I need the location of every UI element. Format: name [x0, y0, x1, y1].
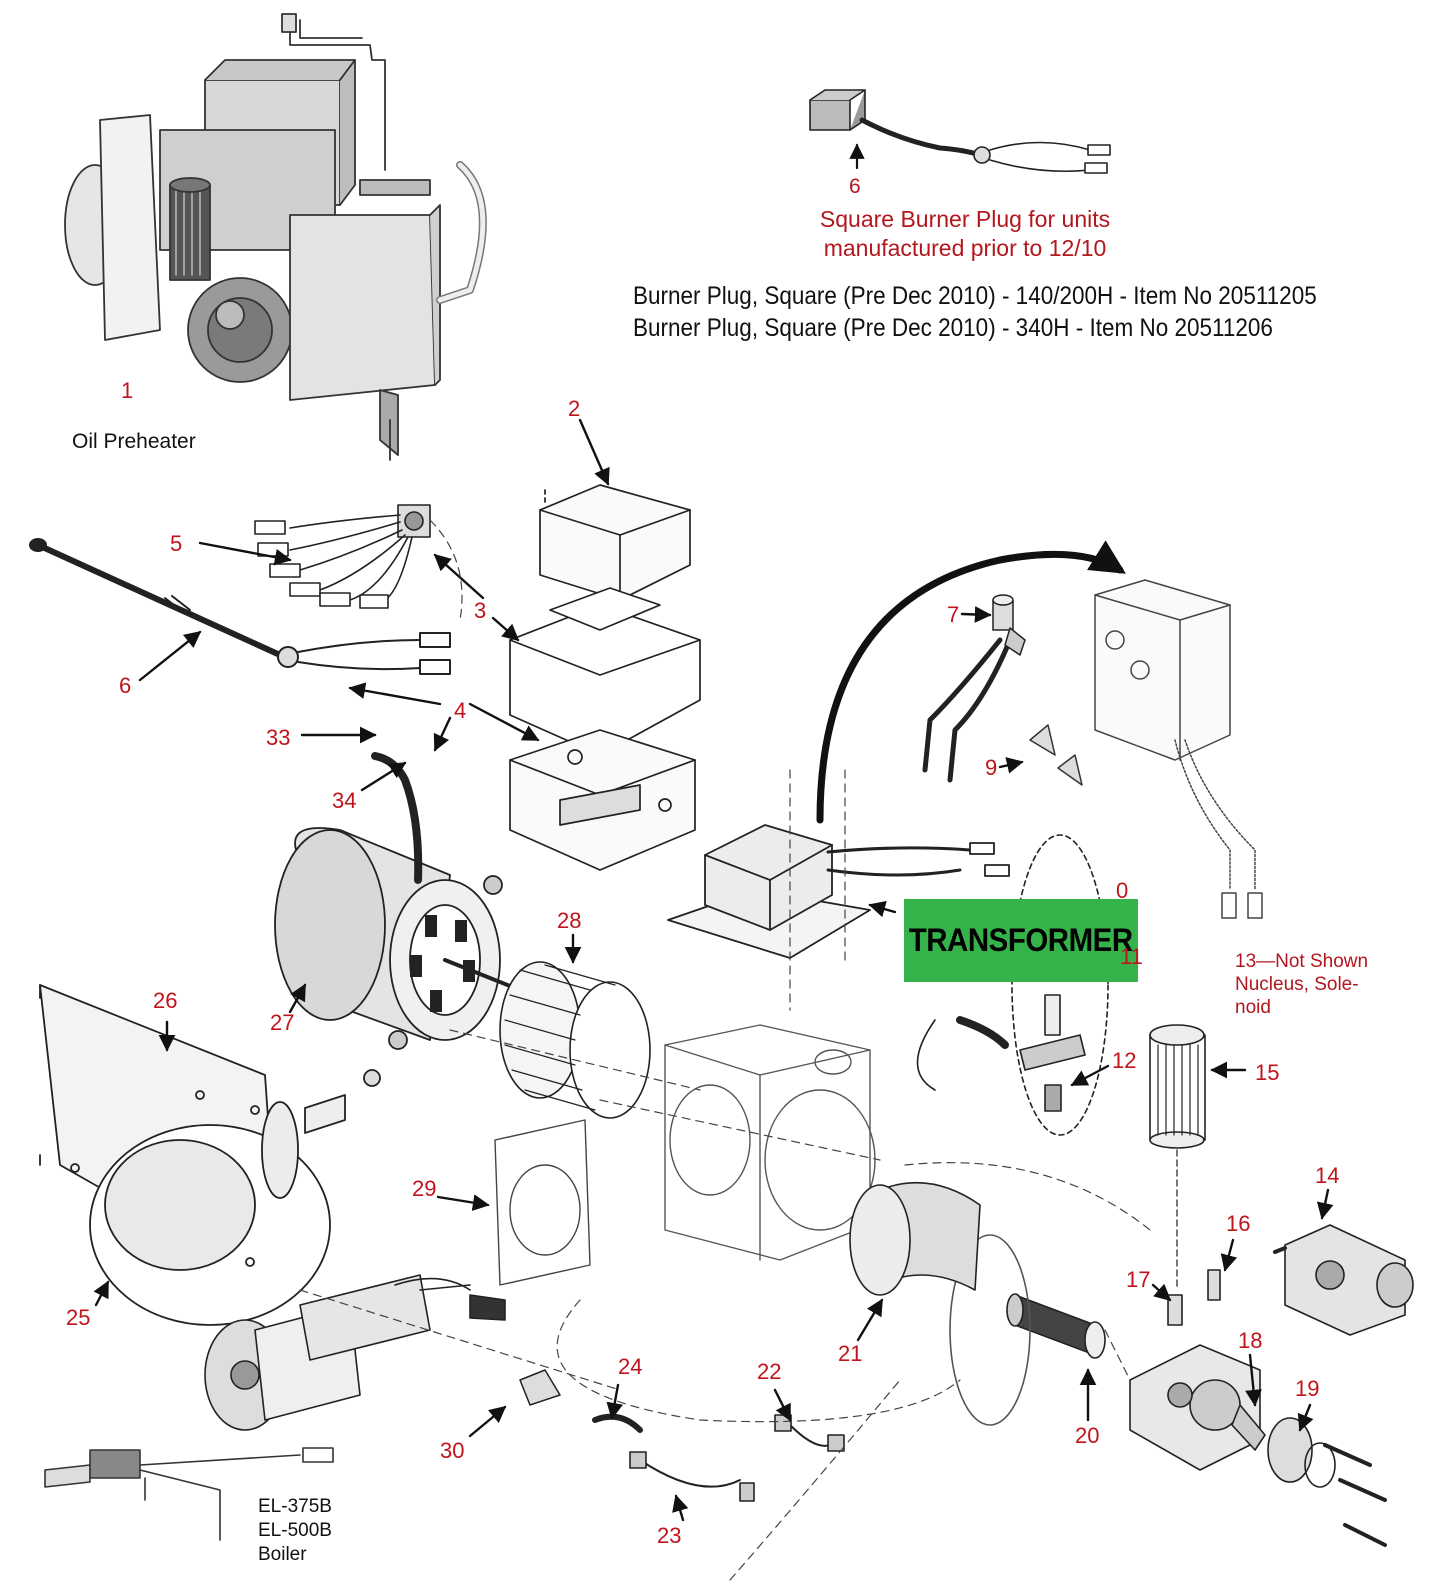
mounting-plate-drawing [39, 984, 381, 1326]
oil-filter-drawing [1149, 1024, 1206, 1291]
square-burner-plug-drawing [809, 89, 1111, 174]
item-number-list: Burner Plug, Square (Pre Dec 2010) - 140… [633, 280, 1393, 344]
preheater-number: 1 [121, 378, 134, 403]
callout-18: 18 [1238, 1328, 1263, 1353]
callout-12: 12 [1112, 1048, 1137, 1073]
bracket-30-drawing [519, 1369, 561, 1406]
square-plug-note: Square Burner Plug for units manufacture… [790, 205, 1140, 263]
boiler-models: EL-375B EL-500B Boiler [258, 1495, 332, 1567]
boiler-model-line3: Boiler [258, 1544, 307, 1565]
pump-assembly-drawing [1129, 1269, 1387, 1547]
callout-27: 27 [270, 1010, 295, 1035]
burner-gun-drawing [204, 1274, 506, 1431]
callout-2: 2 [568, 396, 581, 421]
item-number-line1: Burner Plug, Square (Pre Dec 2010) - 140… [633, 282, 1317, 310]
callout-25: 25 [66, 1305, 91, 1330]
preheater-label: Oil Preheater [72, 430, 196, 453]
control-box-drawing [509, 484, 701, 871]
fuel-pump-drawing [1273, 1224, 1414, 1336]
blower-band-drawing [849, 1181, 981, 1296]
item-number-line2: Burner Plug, Square (Pre Dec 2010) - 340… [633, 314, 1273, 342]
square-plug-note-line1: Square Burner Plug for units [819, 206, 1111, 232]
burner-cord-drawing [29, 538, 451, 675]
callout-3: 3 [474, 598, 487, 623]
callout-arrows [93, 418, 1334, 1522]
nucleus-note-line1: 13—Not Shown [1235, 951, 1369, 972]
callout-23: 23 [657, 1523, 682, 1548]
blower-wheel-drawing [499, 961, 651, 1119]
callout-19: 19 [1295, 1376, 1320, 1401]
boiler-model-line2: EL-500B [258, 1520, 332, 1541]
ignitor-drawing [1094, 579, 1263, 919]
cad-cells-drawing [592, 1413, 845, 1502]
motor-drawing [274, 752, 522, 1050]
callout-14: 14 [1315, 1163, 1340, 1188]
callout-20: 20 [1075, 1423, 1100, 1448]
callout-24: 24 [618, 1354, 643, 1379]
callout-15: 15 [1255, 1060, 1280, 1085]
callout-22: 22 [757, 1359, 782, 1384]
ignition-leads-drawing [922, 594, 1026, 783]
callout-7: 7 [947, 602, 960, 627]
callout-17: 17 [1126, 1267, 1151, 1292]
solenoid-valve-drawing [916, 834, 1109, 1136]
square-plug-part-number: 6 [849, 175, 861, 198]
callout-34: 34 [332, 788, 357, 813]
transformer-label: TRANSFORMER [909, 922, 1133, 958]
wire-harness-drawing [254, 504, 431, 609]
oil-preheater-drawing [64, 13, 487, 461]
callout-30: 30 [440, 1438, 465, 1463]
transformer-badge: TRANSFORMER [904, 899, 1138, 982]
square-plug-note-line2: manufactured prior to 12/10 [823, 235, 1107, 261]
callout-10: 0 [1116, 878, 1129, 903]
callout-16: 16 [1226, 1211, 1251, 1236]
spring-cones-drawing [1029, 724, 1083, 786]
boiler-model-line1: EL-375B [258, 1496, 332, 1517]
callout-33: 33 [266, 725, 291, 750]
nucleus-note: 13—Not Shown Nucleus, Sole- noid [1235, 950, 1368, 1019]
callout-28: 28 [557, 908, 582, 933]
callout-4: 4 [454, 698, 467, 723]
callout-6: 6 [119, 673, 132, 698]
callout-11: 11 [1120, 944, 1143, 969]
boiler-heater-drawing [44, 1447, 334, 1541]
coupling-drawing [949, 1234, 1106, 1426]
callout-9: 9 [985, 755, 998, 780]
callout-26: 26 [153, 988, 178, 1013]
nucleus-note-line3: noid [1235, 997, 1271, 1018]
callout-5: 5 [170, 531, 183, 556]
transformer-drawing [667, 824, 1010, 959]
callout-29: 29 [412, 1176, 437, 1201]
assembly-guide-lines [299, 519, 1151, 1581]
nucleus-note-line2: Nucleus, Sole- [1235, 974, 1359, 995]
callout-21: 21 [838, 1341, 863, 1366]
